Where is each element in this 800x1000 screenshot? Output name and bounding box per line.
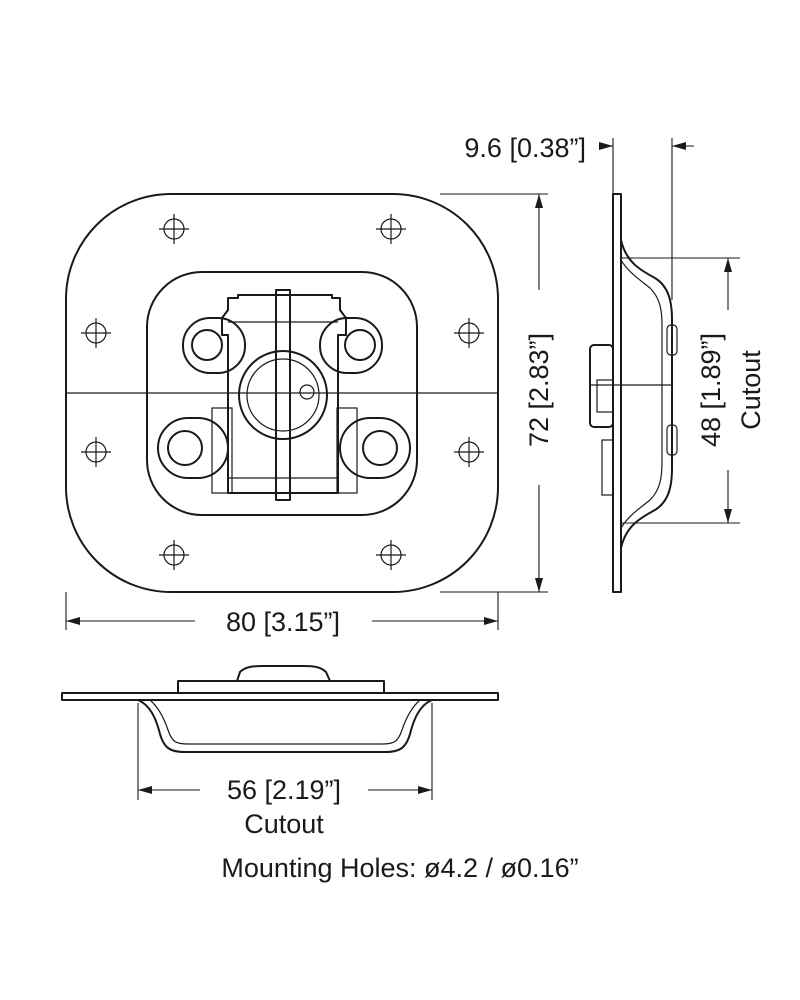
side-view bbox=[589, 193, 678, 593]
lower-lugs bbox=[157, 407, 411, 494]
dimension-depth bbox=[599, 138, 694, 300]
dimension-height-label: 72 [2.83”] bbox=[524, 333, 554, 447]
upper-lugs bbox=[182, 317, 383, 374]
dimension-depth-label: 9.6 [0.38”] bbox=[464, 133, 586, 163]
dimension-cutout-width-label: 56 [2.19”] bbox=[227, 775, 341, 805]
mounting-holes-note: Mounting Holes: ø4.2 / ø0.16” bbox=[221, 853, 578, 883]
front-view bbox=[65, 193, 499, 593]
dimension-cutout-width-caption: Cutout bbox=[244, 809, 324, 839]
dimension-cutout-width bbox=[137, 703, 433, 800]
dimension-cutout-height-label: 48 [1.89”] bbox=[696, 333, 726, 447]
dimension-cutout-height bbox=[621, 257, 740, 524]
dimension-width-label: 80 [3.15”] bbox=[226, 607, 340, 637]
dimension-height bbox=[440, 193, 548, 593]
latch-handle-icon bbox=[221, 289, 347, 501]
dimension-width bbox=[65, 592, 499, 630]
dimension-cutout-height-caption: Cutout bbox=[736, 350, 766, 430]
mounting-hole-icon bbox=[80, 213, 485, 571]
recessed-dish bbox=[146, 271, 418, 516]
bottom-view bbox=[61, 665, 499, 753]
